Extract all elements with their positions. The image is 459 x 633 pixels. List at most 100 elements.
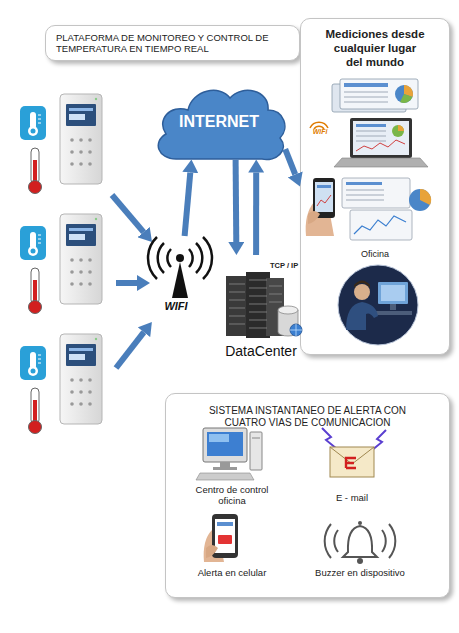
email-icon bbox=[322, 428, 386, 477]
illustration-part bbox=[249, 320, 267, 321]
illustration-part bbox=[346, 458, 356, 468]
illustration-part bbox=[356, 136, 386, 137]
illustration-part bbox=[249, 304, 267, 305]
sensor-device bbox=[20, 94, 102, 194]
illustration-part bbox=[158, 243, 164, 273]
illustration-part bbox=[356, 131, 386, 132]
buzzer-icon bbox=[325, 521, 396, 564]
illustration-part bbox=[346, 200, 384, 201]
illustration-part bbox=[229, 308, 245, 309]
illustration-part bbox=[325, 524, 331, 558]
illustration-part bbox=[116, 280, 137, 286]
illustration-part bbox=[306, 198, 334, 236]
illustration-part bbox=[209, 434, 229, 442]
illustration-part bbox=[346, 182, 382, 185]
illustration-part bbox=[334, 158, 428, 167]
illustration-part bbox=[246, 272, 270, 338]
wifi-node: WIFI bbox=[140, 236, 212, 316]
illustration-part bbox=[116, 332, 144, 368]
illustration-part bbox=[398, 125, 404, 131]
office-operator bbox=[338, 265, 418, 345]
illustration-part bbox=[203, 428, 247, 462]
illustration-part bbox=[167, 249, 171, 267]
illustration-part bbox=[358, 521, 362, 525]
illustration-part bbox=[249, 328, 267, 329]
illustration-part bbox=[196, 243, 202, 273]
illustration-part bbox=[317, 185, 331, 188]
illustration-part bbox=[203, 237, 212, 279]
illustration-part bbox=[313, 178, 335, 218]
protocol-label: TCP / IP bbox=[270, 261, 304, 270]
illustration-part bbox=[310, 122, 328, 128]
panel-heading: Mediciones desde cualquier lugar del mun… bbox=[325, 28, 425, 69]
alert-heading: SISTEMA INSTANTANEO DE ALERTA CON CUATRO… bbox=[206, 405, 409, 429]
illustration-part bbox=[343, 526, 377, 557]
illustration-part bbox=[400, 94, 413, 103]
internet-cloud: INTERNET bbox=[150, 82, 288, 162]
illustration-part bbox=[213, 467, 237, 470]
illustration-part bbox=[342, 178, 410, 208]
phone-alert-icon bbox=[204, 514, 238, 562]
illustration-part bbox=[389, 524, 395, 558]
illustration-part bbox=[249, 296, 267, 297]
datacenter-node: TCP / IPDataCenter bbox=[220, 255, 302, 370]
illustration-part bbox=[409, 189, 431, 211]
sensor-device bbox=[20, 214, 102, 314]
illustration-part bbox=[346, 190, 384, 191]
illustration-part bbox=[229, 316, 245, 317]
illustration-part bbox=[269, 294, 282, 295]
illustration-part bbox=[112, 195, 144, 232]
illustration-part bbox=[354, 281, 370, 289]
illustration-part bbox=[344, 83, 388, 87]
illustration-part bbox=[176, 254, 184, 262]
flow-arrow bbox=[233, 160, 240, 242]
illustration-part bbox=[308, 211, 320, 224]
illustration-part bbox=[215, 519, 235, 553]
illustration-part bbox=[372, 311, 412, 315]
sensor-arrows bbox=[112, 195, 144, 368]
sensor-device bbox=[20, 334, 102, 434]
illustration-part bbox=[356, 140, 405, 151]
illustration-part bbox=[317, 195, 331, 206]
illustration-part bbox=[207, 432, 243, 456]
channel-label: Buzzer en dispositivo bbox=[300, 567, 420, 578]
illustration-part bbox=[330, 447, 374, 464]
illustration-part bbox=[252, 438, 260, 439]
illustration-part bbox=[278, 310, 298, 336]
illustration-part bbox=[250, 432, 262, 470]
illustration-part bbox=[382, 530, 386, 552]
flow-arrow bbox=[253, 173, 259, 255]
illustration-part bbox=[354, 284, 370, 300]
illustration-part bbox=[340, 79, 418, 109]
illustration-part bbox=[390, 304, 396, 310]
illustration-part bbox=[189, 249, 193, 267]
illustration-part bbox=[148, 237, 157, 279]
illustration-part bbox=[229, 284, 245, 285]
illustration-part bbox=[371, 430, 386, 451]
channel-label: E - mail bbox=[318, 492, 386, 503]
illustration-part bbox=[204, 530, 224, 562]
illustration-part bbox=[269, 286, 282, 287]
illustration-part bbox=[350, 118, 412, 158]
laptop bbox=[334, 118, 428, 167]
illustration-part bbox=[206, 545, 218, 558]
illustration-part bbox=[381, 285, 405, 301]
panel-caption: Oficina bbox=[301, 249, 449, 260]
illustration-part bbox=[330, 447, 374, 477]
illustration-part bbox=[226, 276, 248, 336]
title-box: PLATAFORMA DE MONITOREO Y CONTROL DE TEM… bbox=[45, 25, 300, 61]
illustration-part bbox=[278, 306, 298, 314]
illustration-part bbox=[378, 282, 408, 304]
channel-label: Alerta en celular bbox=[180, 567, 284, 578]
illustration-part bbox=[356, 124, 386, 127]
illustration-part bbox=[229, 300, 245, 301]
illustration-part bbox=[266, 278, 284, 336]
illustration-part bbox=[196, 473, 254, 480]
wifi-logo-text: WiFi bbox=[303, 128, 337, 136]
illustration-part bbox=[344, 97, 388, 98]
control-center-icon bbox=[196, 428, 262, 480]
illustration-part bbox=[334, 530, 338, 552]
